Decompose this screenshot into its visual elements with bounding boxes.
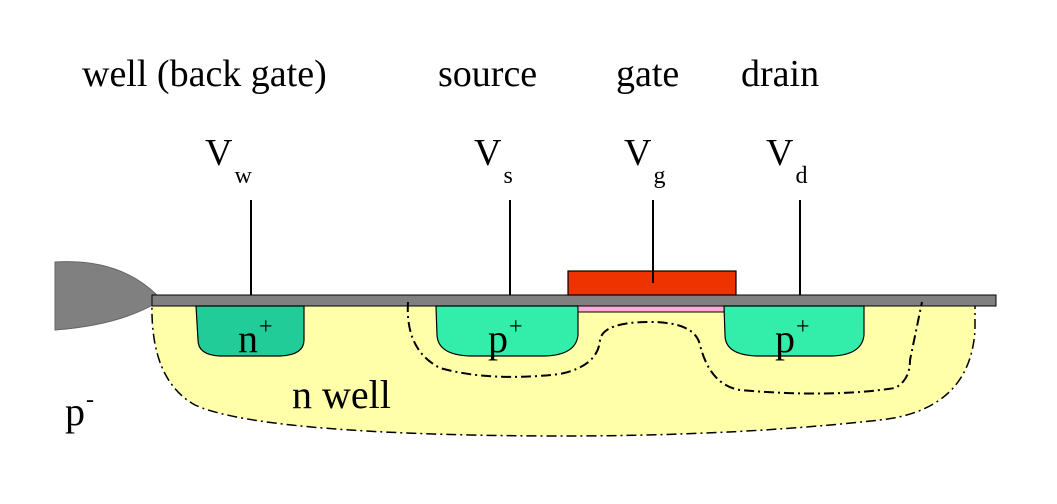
p-plus-source-region	[435, 305, 579, 357]
gate-oxide	[577, 305, 725, 313]
v-d-label: Vd	[766, 132, 807, 189]
depletion-boundary	[406, 301, 923, 395]
p-plus-drain-region	[723, 305, 865, 357]
well-back-gate-label: well (back gate)	[82, 53, 327, 95]
v-s-label: Vs	[474, 132, 513, 189]
field-oxide	[54, 261, 159, 331]
drain-label: drain	[741, 53, 819, 95]
gate-label: gate	[616, 53, 679, 95]
surface-line	[151, 294, 997, 307]
n-well-label: n well	[292, 372, 391, 417]
v-g-label: Vg	[624, 132, 665, 189]
source-label: source	[438, 53, 537, 95]
v-w-label: Vw	[205, 132, 252, 189]
n-plus-contact-region	[195, 305, 305, 357]
p-plus-drain-label: p+	[775, 314, 810, 361]
p-plus-source-label: p+	[488, 314, 523, 361]
p-minus-substrate-label: p-	[65, 387, 94, 434]
n-plus-label: n+	[238, 314, 273, 361]
